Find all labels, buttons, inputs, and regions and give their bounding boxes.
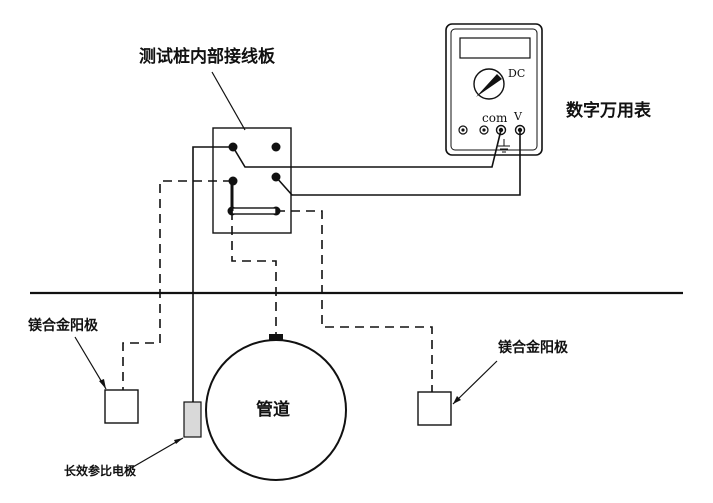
label-anode-left: 镁合金阳极 bbox=[28, 317, 99, 334]
wire-v-to-terminal bbox=[275, 130, 521, 196]
wire-left-anode bbox=[122, 180, 232, 390]
reference-electrode-pointer bbox=[125, 437, 184, 472]
wire-com-to-terminal bbox=[232, 129, 502, 168]
anode-right-pointer bbox=[452, 360, 498, 405]
label-multimeter: 数字万用表 bbox=[566, 100, 652, 121]
pipeline bbox=[205, 339, 347, 481]
v-label: V bbox=[513, 110, 523, 123]
board-label-pointer bbox=[211, 71, 246, 131]
pipeline-connector bbox=[269, 334, 283, 340]
reference-electrode bbox=[183, 401, 202, 438]
multimeter-display bbox=[459, 37, 531, 59]
digital-multimeter: DC com V bbox=[445, 23, 543, 156]
ground-symbol bbox=[498, 139, 510, 153]
dial-pointer bbox=[476, 74, 502, 97]
anode-left bbox=[104, 389, 139, 424]
label-terminal-board: 测试桩内部接线板 bbox=[139, 46, 276, 67]
wire-right-anode bbox=[276, 210, 433, 392]
anode-right bbox=[417, 391, 452, 426]
wire-reference-electrode bbox=[192, 146, 233, 402]
label-reference-electrode: 长效参比电极 bbox=[64, 463, 137, 478]
dc-label: DC bbox=[508, 67, 525, 80]
com-label: com bbox=[482, 111, 508, 125]
label-anode-right: 镁合金阳极 bbox=[498, 339, 569, 356]
terminal-top-right bbox=[271, 142, 281, 152]
shorting-bar bbox=[231, 207, 277, 215]
label-pipeline: 管道 bbox=[256, 399, 290, 420]
